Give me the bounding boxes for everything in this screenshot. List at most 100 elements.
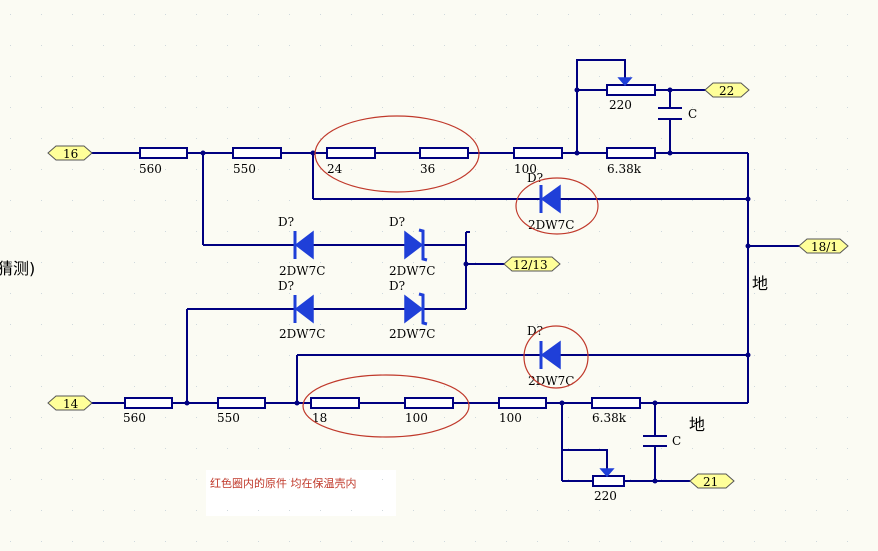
grid-dot <box>630 386 631 387</box>
grid-dot <box>103 448 104 449</box>
diode-row1-right: D? 2DW7C <box>389 215 435 278</box>
annotation-note: 红色圈内的原件 均在保温壳内 <box>210 477 357 490</box>
grid-dot <box>723 510 724 511</box>
grid-dot <box>320 200 321 201</box>
grid-dot <box>320 541 321 542</box>
grid-dot <box>599 262 600 263</box>
resistor-top-100: 100 <box>513 147 563 176</box>
grid-dot <box>134 510 135 511</box>
grid-dot <box>41 107 42 108</box>
grid-dot <box>134 324 135 325</box>
grid-dot <box>568 324 569 325</box>
grid-dot <box>320 45 321 46</box>
grid-dot <box>227 262 228 263</box>
grid-dot <box>413 45 414 46</box>
potentiometer-bottom-220: 220 <box>592 468 625 503</box>
grid-dot <box>227 76 228 77</box>
grid-dot <box>103 231 104 232</box>
grid-dot <box>10 417 11 418</box>
grid-dot <box>413 510 414 511</box>
grid-dot <box>41 510 42 511</box>
grid-dot <box>754 324 755 325</box>
grid-dot <box>351 169 352 170</box>
grid-dot <box>227 479 228 480</box>
grid-dot <box>258 107 259 108</box>
grid-dot <box>537 510 538 511</box>
grid-dot <box>630 231 631 232</box>
grid-dot <box>723 45 724 46</box>
svg-text:560: 560 <box>123 411 146 425</box>
svg-text:14: 14 <box>63 397 79 411</box>
grid-dot <box>351 541 352 542</box>
grid-dot <box>568 107 569 108</box>
grid-dot <box>351 510 352 511</box>
grid-dot <box>847 76 848 77</box>
grid-dot <box>10 14 11 15</box>
grid-dot <box>196 169 197 170</box>
grid-dot <box>630 541 631 542</box>
svg-text:2DW7C: 2DW7C <box>528 374 574 388</box>
svg-text:2DW7C: 2DW7C <box>528 218 574 232</box>
grid-dot <box>134 355 135 356</box>
grid-dot <box>320 448 321 449</box>
grid-dot <box>475 107 476 108</box>
grid-dot <box>723 417 724 418</box>
grid-dot <box>630 45 631 46</box>
svg-text:2DW7C: 2DW7C <box>279 264 325 278</box>
grid-dot <box>413 541 414 542</box>
grid-dot <box>227 107 228 108</box>
grid-dot <box>351 479 352 480</box>
grid-dot <box>444 262 445 263</box>
grid-dot <box>103 417 104 418</box>
grid-dot <box>599 386 600 387</box>
grid-dot <box>413 386 414 387</box>
grid-dot <box>630 107 631 108</box>
grid-dot <box>661 417 662 418</box>
ground-label-bottom: 地 <box>689 415 705 434</box>
grid-dot <box>692 169 693 170</box>
grid-dot <box>258 200 259 201</box>
grid-dot <box>506 107 507 108</box>
grid-dot <box>754 169 755 170</box>
resistor-bottom-560: 560 <box>123 397 173 425</box>
grid-dot <box>444 293 445 294</box>
grid-dot <box>134 262 135 263</box>
grid-dot <box>599 14 600 15</box>
grid-dot <box>630 510 631 511</box>
grid-dot <box>72 479 73 480</box>
grid-dot <box>754 386 755 387</box>
grid-dot <box>320 138 321 139</box>
grid-dot <box>382 417 383 418</box>
grid-dot <box>320 293 321 294</box>
grid-dot <box>103 386 104 387</box>
grid-dot <box>351 76 352 77</box>
grid-dot <box>754 417 755 418</box>
grid-dot <box>72 417 73 418</box>
grid-dot <box>165 510 166 511</box>
grid-dot <box>816 200 817 201</box>
svg-text:D?: D? <box>389 215 405 229</box>
grid-dot <box>847 169 848 170</box>
grid-dot <box>816 324 817 325</box>
grid-dot <box>103 14 104 15</box>
grid-dot <box>382 324 383 325</box>
grid-dot <box>661 14 662 15</box>
svg-text:560: 560 <box>139 162 162 176</box>
grid-dot <box>320 169 321 170</box>
grid-dot <box>258 169 259 170</box>
grid-dot <box>692 510 693 511</box>
grid-dot <box>289 479 290 480</box>
grid-dot <box>134 386 135 387</box>
grid-dot <box>785 293 786 294</box>
grid-dot <box>134 231 135 232</box>
grid-dot <box>10 138 11 139</box>
grid-dot <box>568 479 569 480</box>
grid-dot <box>692 293 693 294</box>
grid-dot <box>599 200 600 201</box>
grid-dot <box>475 324 476 325</box>
grid-dot <box>723 293 724 294</box>
grid-dot <box>382 138 383 139</box>
grid-dot <box>537 169 538 170</box>
grid-dot <box>320 14 321 15</box>
grid-dot <box>320 231 321 232</box>
